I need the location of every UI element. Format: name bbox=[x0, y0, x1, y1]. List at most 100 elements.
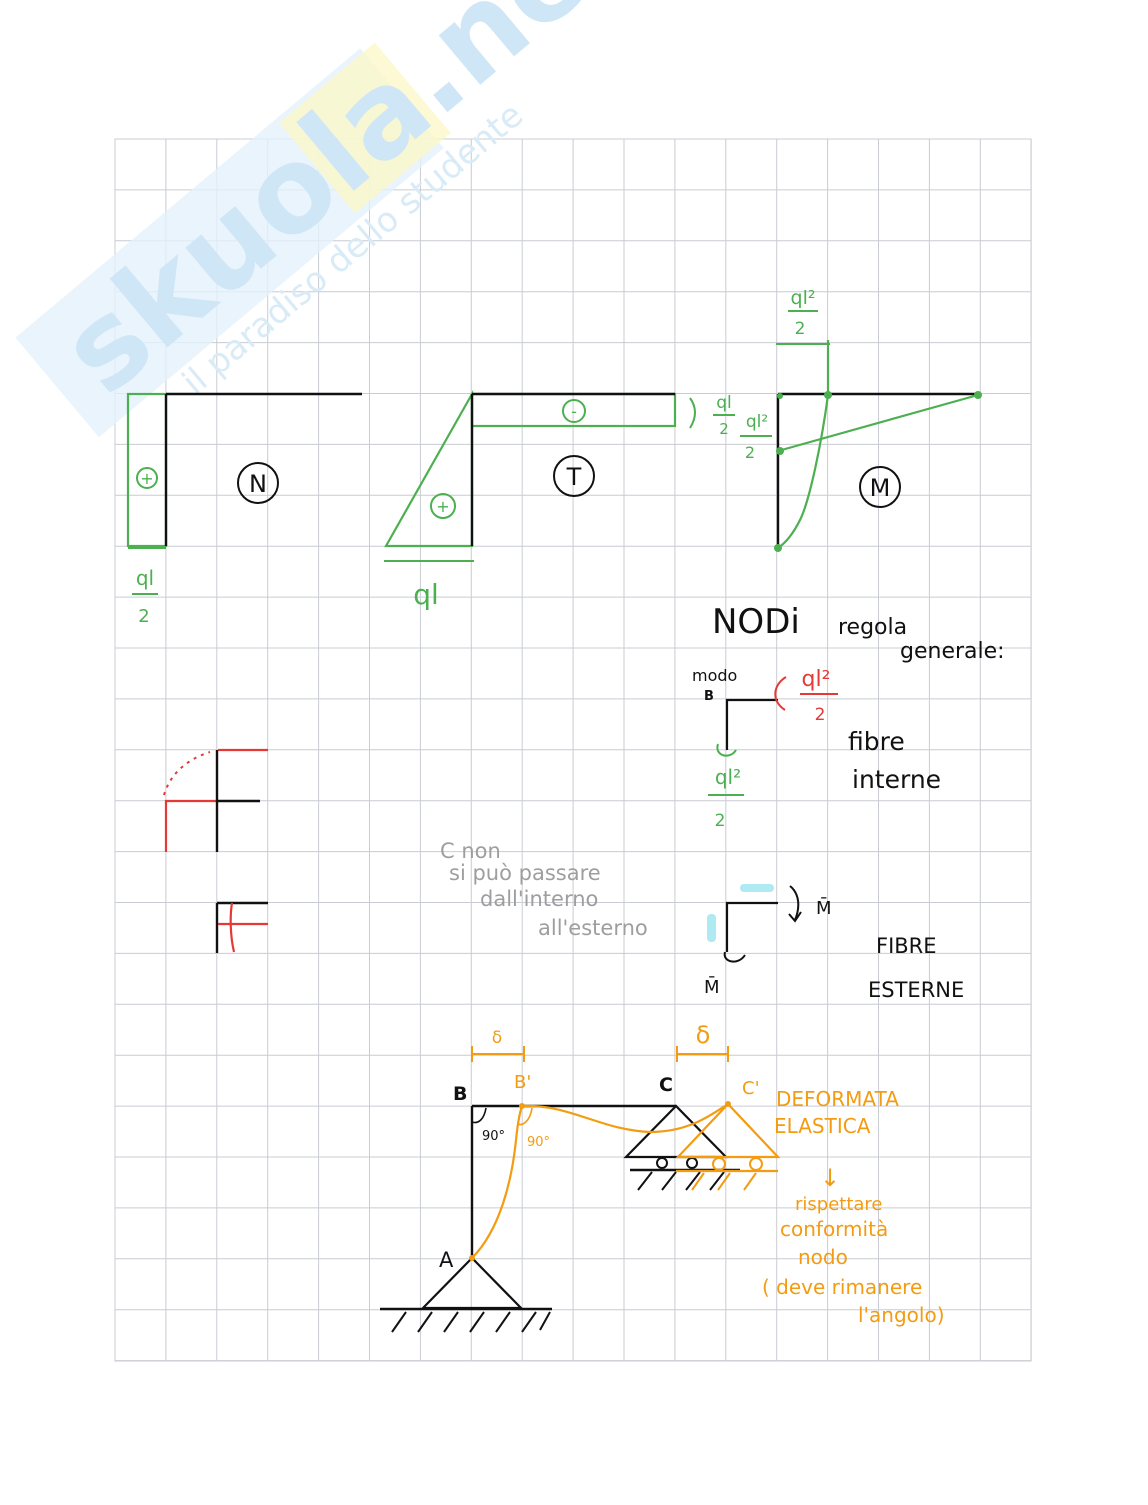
m-left-value: ql² bbox=[746, 412, 768, 432]
mbar-right-arrow bbox=[788, 885, 802, 923]
angle-b-arc bbox=[471, 1107, 487, 1124]
m-point-node bbox=[777, 393, 783, 399]
node-red-moment: ql² bbox=[802, 667, 831, 692]
gray-note: C non si può passare dall'interno all'es… bbox=[440, 839, 648, 940]
node-word: modo bbox=[692, 666, 737, 685]
t-diagram-triangle bbox=[384, 389, 474, 548]
nodi-title: NODi bbox=[712, 602, 800, 642]
label-b-prime: B' bbox=[514, 1072, 531, 1093]
t-label-circle bbox=[553, 455, 595, 497]
label-c: C bbox=[659, 1074, 673, 1096]
roller-c-wheel-2 bbox=[686, 1157, 698, 1169]
m-point-bottom bbox=[774, 544, 782, 552]
t-sign-pos: + bbox=[436, 497, 449, 516]
fibre-internal-1: fibre bbox=[848, 727, 905, 756]
label-b: B bbox=[453, 1083, 467, 1105]
ground-c-prime-hatch bbox=[691, 1172, 757, 1191]
deformed-note-1: rispettare bbox=[795, 1194, 883, 1215]
t-top-value: ql bbox=[716, 393, 732, 413]
deformed-title-2: ELASTICA bbox=[774, 1114, 871, 1138]
gray-note-line-4: all'esterno bbox=[538, 916, 648, 940]
label-c-prime: C' bbox=[742, 1078, 760, 1099]
node-internal-frame bbox=[725, 698, 778, 750]
mbar-right: M̄ bbox=[816, 897, 832, 919]
n-value-den: 2 bbox=[138, 606, 149, 627]
gray-note-line-2: si può passare bbox=[449, 861, 601, 885]
mbar-left-arrow bbox=[723, 951, 746, 963]
angle-2: 90° bbox=[527, 1135, 550, 1150]
m-beam-diagram bbox=[777, 393, 979, 453]
m-point-top bbox=[824, 391, 832, 399]
angle-1: 90° bbox=[482, 1129, 505, 1144]
delta-2-dimension bbox=[676, 1046, 729, 1062]
node-label: B bbox=[704, 689, 714, 704]
node-red-arrow bbox=[774, 676, 787, 711]
t-sign-neg: - bbox=[571, 402, 577, 421]
watermark: skuola.net il paradiso dello studente bbox=[15, 0, 659, 438]
watermark-yellow-block bbox=[279, 42, 451, 214]
deformed-note-4: ( deve rimanere bbox=[762, 1275, 922, 1299]
deformed-note-5: l'angolo) bbox=[858, 1303, 945, 1327]
roller-c-prime-wheel-2 bbox=[749, 1157, 763, 1171]
gray-note-line-3: dall'interno bbox=[480, 887, 598, 911]
t-value: ql bbox=[413, 578, 439, 611]
n-label: N bbox=[249, 470, 267, 498]
roller-c-wheel-1 bbox=[656, 1157, 668, 1169]
node-red-moment-den: 2 bbox=[815, 705, 826, 725]
point-a bbox=[469, 1255, 475, 1261]
delta-2: δ bbox=[696, 1021, 711, 1049]
gray-note-line-1: C non bbox=[440, 839, 501, 863]
frame-section: δ δ B C A B' C' 90° 90° bbox=[380, 1021, 945, 1333]
deformed-column bbox=[471, 1105, 524, 1259]
node-green-moment-den: 2 bbox=[715, 811, 726, 831]
red-sketch-1-arc bbox=[163, 751, 211, 796]
diagram-n: + N ql 2 bbox=[126, 392, 362, 627]
deformed-beam bbox=[521, 1103, 729, 1134]
fibre-external-2: ESTERNE bbox=[868, 978, 964, 1002]
cyan-highlight-top bbox=[740, 884, 774, 892]
m-point-mid bbox=[776, 447, 784, 455]
label-a: A bbox=[439, 1248, 454, 1272]
node-external-frame bbox=[725, 901, 778, 952]
ground-c-hatch bbox=[637, 1171, 725, 1191]
deformed-note-3: nodo bbox=[798, 1245, 848, 1269]
diagram-t: - + T ql ql 2 bbox=[384, 389, 735, 611]
m-left-value-den: 2 bbox=[745, 443, 755, 462]
n-sign-circle bbox=[136, 467, 158, 489]
m-label: M bbox=[870, 474, 891, 502]
fibre-internal-2: interne bbox=[852, 765, 941, 794]
delta-1: δ bbox=[492, 1028, 502, 1048]
red-sketch-1-path bbox=[164, 799, 218, 852]
diagram-m: ql² 2 ql² 2 M bbox=[740, 287, 982, 552]
delta-1-dimension bbox=[471, 1046, 525, 1062]
cyan-highlight-left bbox=[707, 914, 716, 942]
nodi-rule: regola bbox=[838, 615, 907, 640]
m-label-circle bbox=[859, 466, 901, 508]
n-value: ql bbox=[136, 566, 154, 590]
n-label-circle bbox=[237, 462, 279, 504]
ground-a-hatch bbox=[391, 1311, 551, 1333]
m-column-diagram bbox=[777, 340, 830, 549]
red-node-sketches bbox=[163, 748, 268, 953]
m-point-right bbox=[974, 391, 982, 399]
t-pos-circle bbox=[430, 493, 456, 519]
m-top-value: ql² bbox=[791, 287, 816, 309]
fibre-external-1: FIBRE bbox=[876, 934, 937, 958]
node-green-moment: ql² bbox=[715, 765, 741, 789]
nodi-rule-2: generale: bbox=[900, 639, 1005, 664]
red-sketch-2-path bbox=[218, 902, 268, 953]
mbar-left: M̄ bbox=[704, 976, 720, 998]
t-neg-circle bbox=[562, 399, 586, 423]
deformed-arrow: ↓ bbox=[820, 1164, 840, 1192]
angle-b-prime-arc bbox=[517, 1107, 533, 1126]
roller-support-c-prime bbox=[675, 1102, 781, 1159]
grid-border bbox=[114, 138, 1032, 1362]
nodi-section: NODi regola generale: modo B ql² 2 ql² 2… bbox=[692, 602, 1005, 1002]
point-b-prime bbox=[519, 1103, 525, 1109]
watermark-brand: skuola.net bbox=[35, 0, 659, 420]
m-top-value-den: 2 bbox=[795, 319, 806, 339]
t-top-bracket bbox=[689, 397, 696, 429]
roller-c-prime-wheel-1 bbox=[712, 1157, 726, 1171]
